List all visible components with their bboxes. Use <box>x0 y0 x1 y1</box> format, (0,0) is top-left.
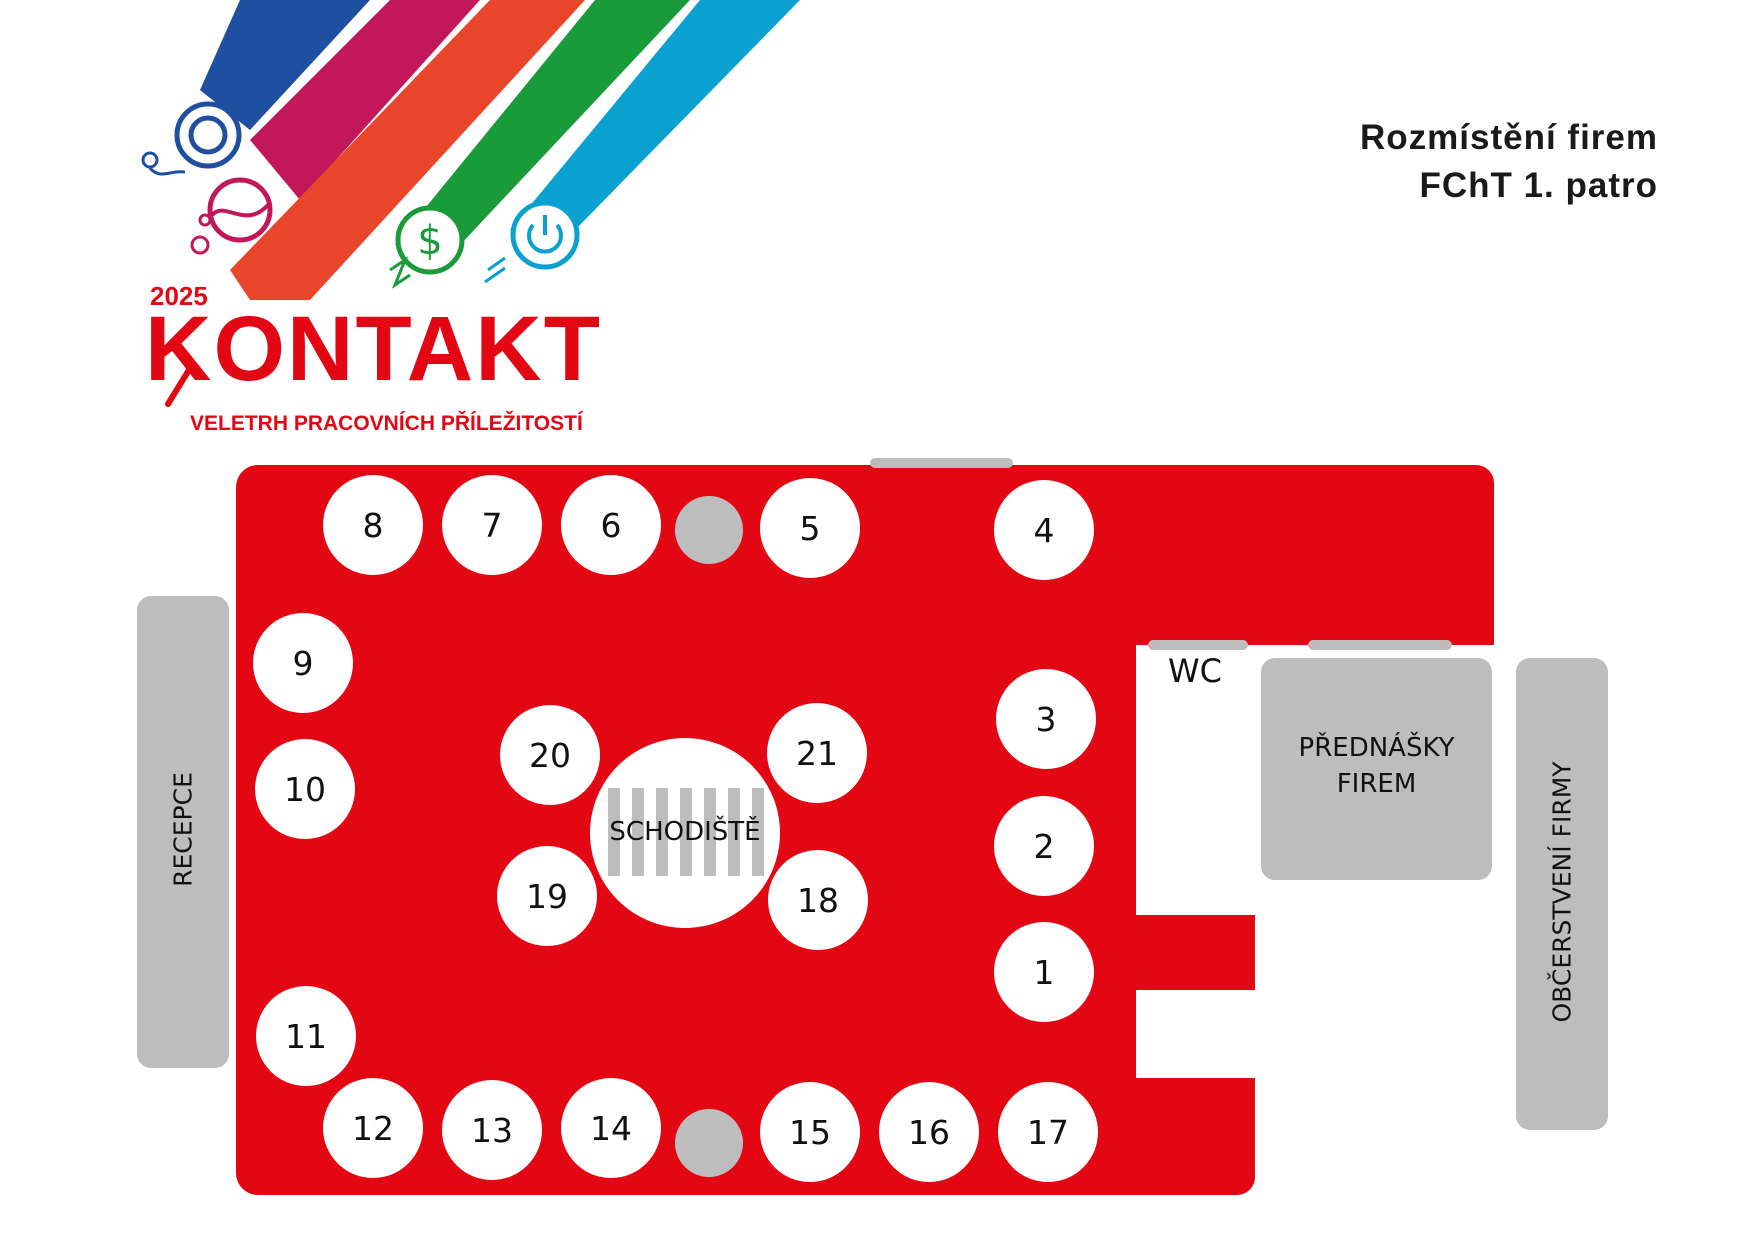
reception-desk <box>137 596 229 1068</box>
pillar-bottom <box>675 1109 743 1177</box>
lectures-label-line2: FIREM <box>1336 769 1417 799</box>
reception-label: RECEPCE <box>168 772 198 887</box>
steering-wheel-icon <box>174 101 242 169</box>
stair-step <box>680 788 692 876</box>
booth-14[interactable]: 14 <box>561 1078 661 1178</box>
floor-lower-right <box>1090 1078 1255 1195</box>
booth-13[interactable]: 13 <box>442 1080 542 1180</box>
booth-20[interactable]: 20 <box>500 705 600 805</box>
logo-band-cyan <box>510 0 800 230</box>
power-icon <box>484 200 580 284</box>
door-wc <box>1148 640 1248 650</box>
logo-band-magenta <box>250 0 480 200</box>
wc-label: WC <box>1168 652 1222 690</box>
booth-4[interactable]: 4 <box>994 480 1094 580</box>
stair-step <box>632 788 644 876</box>
booth-6[interactable]: 6 <box>561 475 661 575</box>
staircase: SCHODIŠTĚ <box>590 738 780 928</box>
logo-year: 2025 <box>150 281 208 311</box>
logo-band-red <box>230 0 585 300</box>
logo-band-blue <box>200 0 370 130</box>
magnifier-handle <box>165 362 195 407</box>
booth-2[interactable]: 2 <box>994 796 1094 896</box>
lectures-room <box>1261 658 1492 880</box>
flask-icon <box>190 177 273 255</box>
stair-step <box>752 788 764 876</box>
booth-15[interactable]: 15 <box>760 1082 860 1182</box>
booth-8[interactable]: 8 <box>323 475 423 575</box>
booth-21[interactable]: 21 <box>767 703 867 803</box>
stair-step <box>608 788 620 876</box>
lectures-label-line1: PŘEDNÁŠKY <box>1298 733 1455 763</box>
booth-1[interactable]: 1 <box>994 922 1094 1022</box>
refreshments-area <box>1516 658 1608 1130</box>
floor-lower-notch <box>1090 915 1255 990</box>
logo-band-green <box>395 0 690 245</box>
pillar-top <box>675 496 743 564</box>
refreshments-label: OBČERSTVENÍ FIRMY <box>1547 761 1577 1023</box>
door-top <box>870 458 1013 468</box>
booth-12[interactable]: 12 <box>323 1078 423 1178</box>
route-pin-icon <box>141 151 186 176</box>
logo-tagline: VELETRH PRACOVNÍCH PŘÍLEŽITOSTÍ <box>190 411 584 435</box>
logo-wordmark: KONTAKT <box>145 298 602 400</box>
booth-19[interactable]: 19 <box>497 846 597 946</box>
door-lectures <box>1308 640 1452 650</box>
booth-9[interactable]: 9 <box>253 613 353 713</box>
dollar-icon: $ <box>389 205 465 289</box>
stair-step <box>656 788 668 876</box>
stair-step <box>728 788 740 876</box>
floor-upper-right <box>1090 465 1494 645</box>
booth-3[interactable]: 3 <box>996 669 1096 769</box>
booth-16[interactable]: 16 <box>879 1082 979 1182</box>
booth-17[interactable]: 17 <box>998 1082 1098 1182</box>
svg-text:$: $ <box>417 218 442 264</box>
booth-11[interactable]: 11 <box>256 986 356 1086</box>
kontakt-logo: $ 2025 KONTAKT VELETRH PRACOVNÍCH PŘÍLEŽ… <box>141 0 800 435</box>
stair-step <box>704 788 716 876</box>
page-title-line1: Rozmístění firem <box>1360 118 1658 157</box>
booth-5[interactable]: 5 <box>760 478 860 578</box>
staircase-label: SCHODIŠTĚ <box>609 817 761 847</box>
booth-10[interactable]: 10 <box>255 739 355 839</box>
booth-7[interactable]: 7 <box>442 475 542 575</box>
page-title-line2: FChT 1. patro <box>1419 166 1658 205</box>
booth-18[interactable]: 18 <box>768 850 868 950</box>
